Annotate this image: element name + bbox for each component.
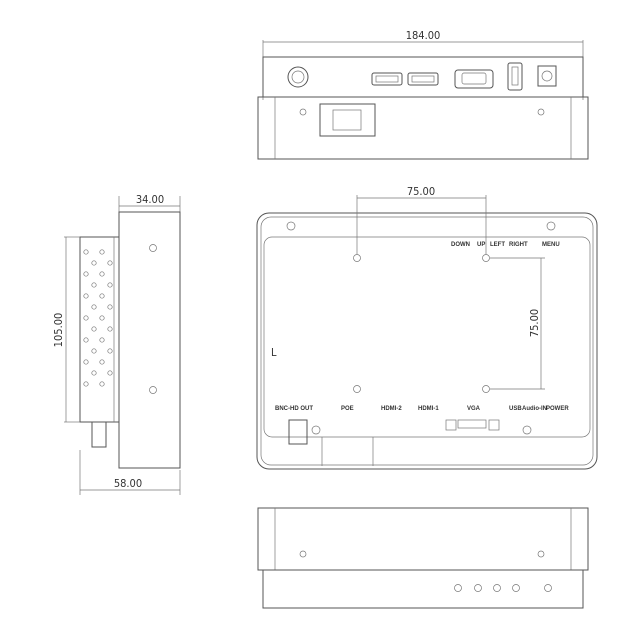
label-poe: POE [341, 406, 354, 412]
vent-hole [83, 337, 89, 343]
vent-hole [83, 293, 89, 299]
vent-hole [99, 249, 105, 255]
vent-hole [91, 370, 97, 376]
hdmi1-port [407, 72, 439, 86]
vent-hole [107, 260, 113, 266]
dim-width-label: 184.00 [406, 29, 441, 42]
dim-bottom-label: 58.00 [114, 477, 142, 490]
usb-port [507, 62, 523, 91]
power-jack [537, 65, 557, 87]
button-up [474, 584, 482, 592]
vent-hole [99, 359, 105, 365]
bnc-front [288, 419, 308, 445]
button-left [493, 584, 501, 592]
button-down [454, 584, 462, 592]
vent-hole [107, 282, 113, 288]
vent-hole [107, 304, 113, 310]
side-view: 34.00 105.00 58.00 [52, 193, 181, 495]
label-power: POWER [546, 406, 569, 412]
label-audio: Audio-IN [522, 406, 547, 412]
rj45-port [319, 103, 376, 137]
top-view: 184.00 [257, 29, 589, 160]
dim-hole-v-label: 75.00 [528, 309, 541, 337]
vent-hole [99, 271, 105, 277]
label-left: LEFT [490, 242, 505, 248]
label-usb: USB [509, 406, 522, 412]
dim-hole-h-label: 75.00 [407, 185, 435, 198]
vent-hole [83, 315, 89, 321]
dim-depth-label: 34.00 [136, 193, 164, 206]
vent-hole [91, 304, 97, 310]
vent-hole [83, 249, 89, 255]
label-bnc: BNC-HD OUT [275, 406, 313, 412]
dim-height-label: 105.00 [52, 313, 65, 348]
vent-hole [99, 293, 105, 299]
vent-hole [107, 326, 113, 332]
vent-hole [83, 271, 89, 277]
vent-hole [91, 348, 97, 354]
vent-hole [99, 381, 105, 387]
vent-hole [99, 337, 105, 343]
label-down: DOWN [451, 242, 470, 248]
vent-hole [91, 260, 97, 266]
bnc-connector [287, 66, 309, 88]
label-hdmi2: HDMI-2 [381, 406, 402, 412]
bnc-side [91, 421, 107, 448]
label-menu: MENU [542, 242, 560, 248]
front-view: 75.00 75.00 DOWN UP LEFT RIGHT MENU L BN… [256, 185, 598, 470]
vent-hole [91, 326, 97, 332]
hdmi2-port [371, 72, 403, 86]
vent-hole [99, 315, 105, 321]
vent-hole [107, 348, 113, 354]
button-right [512, 584, 520, 592]
label-vga: VGA [467, 406, 481, 412]
vent-hole [83, 359, 89, 365]
button-menu [544, 584, 552, 592]
label-right: RIGHT [509, 242, 528, 248]
vga-port [454, 69, 494, 89]
vent-hole [91, 282, 97, 288]
vent-hole [107, 370, 113, 376]
label-hdmi1: HDMI-1 [418, 406, 439, 412]
label-up: UP [477, 242, 485, 248]
label-l: L [271, 346, 277, 359]
bottom-view [257, 507, 589, 609]
vent-hole [83, 381, 89, 387]
